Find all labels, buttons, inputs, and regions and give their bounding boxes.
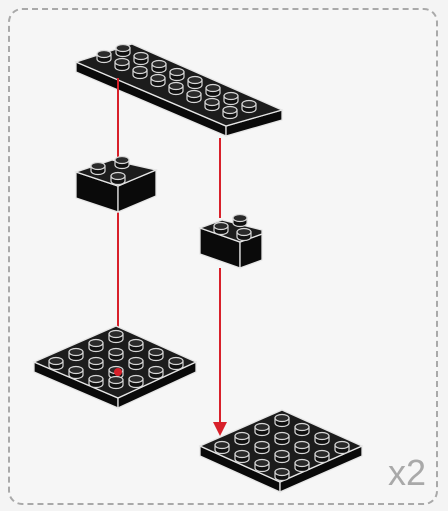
brick-2x2-corner-right [198, 213, 263, 269]
arrow-right-head [213, 422, 227, 436]
quantity-label: x2 [387, 452, 426, 493]
brick-2x2-corner-left [73, 155, 159, 213]
plate-4x4-right [198, 409, 364, 494]
attach-point-left [114, 368, 122, 376]
plate-4x4-left [32, 325, 198, 410]
plate-2x8 [74, 43, 284, 137]
